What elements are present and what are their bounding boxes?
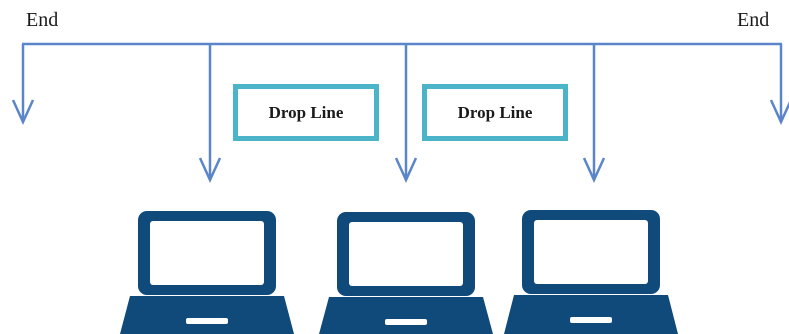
end-label-left: End <box>26 9 59 31</box>
drop-arrow-3 <box>582 44 606 184</box>
end-label-right: End <box>737 9 770 31</box>
drop-line-box-1: Drop Line <box>233 84 379 141</box>
end-drop-right <box>769 44 789 126</box>
drop-line-label-2: Drop Line <box>457 102 533 122</box>
end-drop-left <box>11 44 35 126</box>
laptop-icon <box>120 211 294 334</box>
laptop-icon <box>319 212 493 334</box>
drop-arrow-2 <box>394 44 418 184</box>
laptop-icon <box>504 210 678 334</box>
drop-line-label-1: Drop Line <box>268 102 344 122</box>
drop-line-box-2: Drop Line <box>422 84 568 141</box>
drop-arrow-1 <box>198 44 222 184</box>
